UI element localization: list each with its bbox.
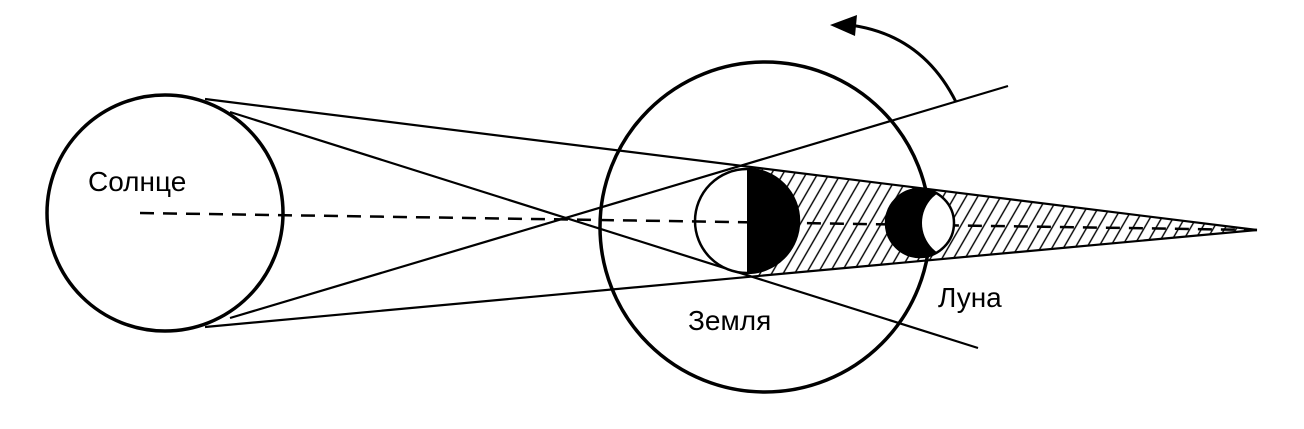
optical-axis-dashed-line xyxy=(139,211,1258,232)
earth-night-half xyxy=(747,169,799,273)
moon-lit-crescent xyxy=(922,189,954,257)
moon-group xyxy=(884,187,956,259)
moon-outline-circle xyxy=(884,187,956,259)
earth-label: Земля xyxy=(688,305,771,336)
umbra-shadow-cone xyxy=(750,167,1257,277)
sun-label: Солнце xyxy=(88,166,186,197)
umbra-tangent-bottom-line xyxy=(204,228,1258,329)
penumbra-tangent-ascending-line xyxy=(229,84,1009,320)
penumbra-tangent-descending-line xyxy=(229,110,979,350)
orbit-arrowhead-icon xyxy=(830,15,857,36)
umbra-tangent-top-line xyxy=(204,97,1258,232)
orbit-direction-arrow xyxy=(830,15,958,103)
orbit-arrow-arc xyxy=(839,22,958,103)
moon-label: Луна xyxy=(938,282,1002,313)
